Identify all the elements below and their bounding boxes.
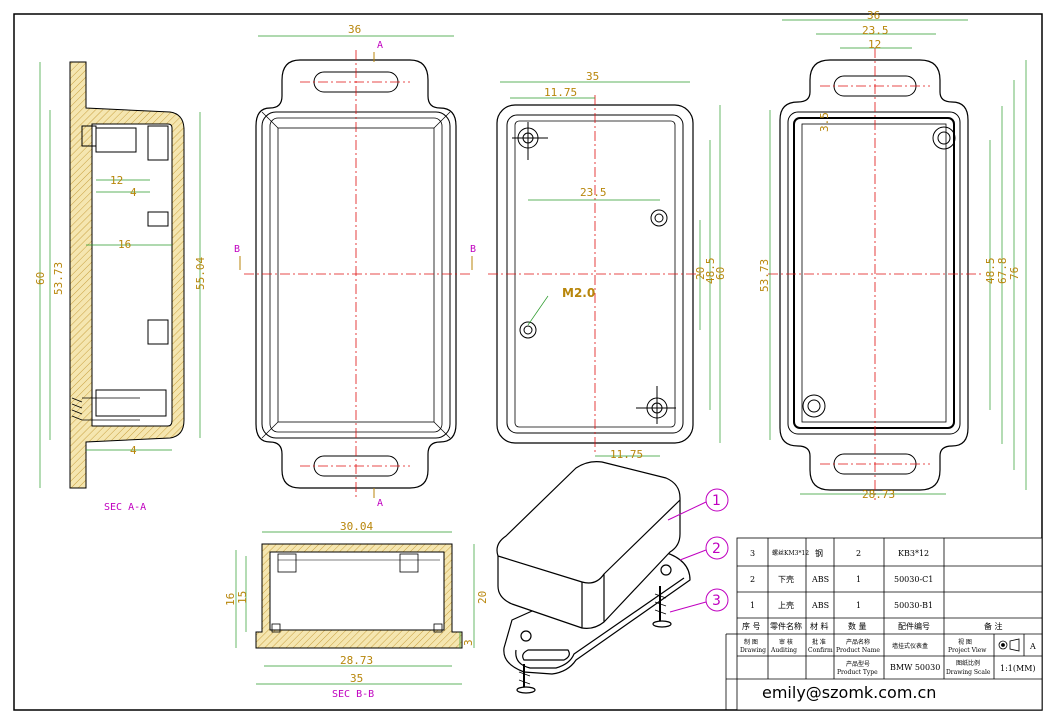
- section-bb-view: 30.04 16 15 20 3 28.73 35 SEC B-B: [224, 520, 489, 700]
- scale-en: Drawing Scale: [946, 669, 991, 676]
- contact-email: emily@szomk.com.cn: [762, 683, 936, 702]
- bb-dim-35: 35: [350, 672, 363, 685]
- hdr-note: 备 注: [984, 621, 1003, 631]
- bottom-dim-28-73: 28.73: [862, 488, 895, 501]
- row1-qty: 1: [856, 601, 861, 610]
- hdr-name: 零件名称: [770, 621, 802, 631]
- bb-dim-3: 3: [462, 639, 475, 646]
- thread-m2-label: M2.0: [562, 286, 595, 300]
- row1-material: ABS: [811, 601, 829, 610]
- bottom-dim-36: 36: [867, 9, 880, 22]
- sec-aa-label: SEC A-A: [104, 502, 146, 513]
- row3-name: 螺丝KM3*12: [772, 549, 809, 557]
- callouts: [667, 488, 729, 613]
- product-type-en: Product Type: [837, 669, 878, 676]
- product-type-value: BMW 50030: [890, 663, 940, 672]
- bottom-dim-53-73: 53.73: [758, 259, 771, 292]
- cut-a-bottom: A: [377, 498, 383, 509]
- hdr-material: 材 料: [810, 621, 829, 631]
- row2-no: 2: [750, 575, 755, 584]
- project-view-cn: 视 图: [958, 638, 972, 646]
- row2-material: ABS: [811, 575, 829, 584]
- cut-b-right: B: [470, 244, 476, 255]
- bottom-dim-3-5: 3.5: [818, 112, 831, 132]
- sec-bb-label: SEC B-B: [332, 689, 374, 700]
- scale-cn: 图纸比例: [956, 659, 980, 667]
- bb-dim-30-04: 30.04: [340, 520, 373, 533]
- project-view-en: Project View: [948, 647, 987, 654]
- bb-dim-15: 15: [236, 591, 249, 604]
- row1-name: 上壳: [778, 600, 794, 610]
- hdr-no: 序 号: [742, 621, 761, 631]
- bb-dim-16: 16: [224, 593, 237, 606]
- product-name-en: Product Name: [836, 647, 880, 654]
- row3-no: 3: [750, 549, 755, 558]
- aa-dim-4-bot: 4: [130, 444, 137, 457]
- auditing-cn: 审 核: [779, 638, 793, 646]
- cut-b-left: B: [234, 244, 240, 255]
- bottom-dim-12: 12: [868, 38, 881, 51]
- row2-name: 下壳: [778, 574, 794, 584]
- bottom-dim-67-8: 67.8: [996, 258, 1009, 285]
- bottom-view: 36 23.5 12 3.5 53.73 48.5 67.8 76 28.73: [758, 9, 1027, 501]
- aa-dim-60: 60: [34, 272, 47, 285]
- confirm-cn: 批 准: [812, 638, 826, 646]
- aa-dim-53-73: 53.73: [52, 262, 65, 295]
- aa-dim-16: 16: [118, 238, 131, 251]
- front-view: 36 A A B B: [234, 23, 476, 509]
- row2-qty: 1: [856, 575, 861, 584]
- cut-a-top: A: [377, 40, 383, 51]
- inner-dim-20: 20: [694, 267, 707, 280]
- callout-2: 2: [712, 541, 721, 557]
- bottom-dim-76: 76: [1008, 267, 1021, 280]
- row3-qty: 2: [856, 549, 861, 558]
- inner-dim-35: 35: [586, 70, 599, 83]
- section-aa-view: 12 4 16 4 60 53.73 55.04 SEC A-A: [34, 61, 207, 513]
- view-letter: A: [1029, 642, 1036, 651]
- isometric-view: [496, 461, 691, 694]
- bottom-dim-48-5: 48.5: [984, 258, 997, 285]
- hdr-qty: 数 量: [848, 621, 867, 631]
- drawing-cn: 制 图: [744, 638, 758, 646]
- hdr-code: 配件编号: [898, 621, 930, 631]
- aa-dim-12: 12: [110, 174, 123, 187]
- aa-dim-4-top: 4: [130, 186, 137, 199]
- title-block: 3 螺丝KM3*12 钢 2 KB3*12 2 下壳 ABS 1 50030-C…: [725, 537, 1043, 711]
- inner-dim-60: 60: [714, 267, 727, 280]
- aa-dim-55-04: 55.04: [194, 257, 207, 290]
- inner-dim-11-75-bot: 11.75: [610, 448, 643, 461]
- projection-symbol-icon: [998, 638, 1020, 652]
- scale-value: 1:1(MM): [1000, 664, 1036, 673]
- product-name-value: 墙挂式仪表盒: [892, 642, 928, 650]
- front-dim-36: 36: [348, 23, 361, 36]
- confirm-en: Confirm: [808, 647, 833, 654]
- inner-dim-48-5: 48.5: [704, 258, 717, 285]
- product-name-cn: 产品名称: [846, 638, 870, 646]
- inner-dim-11-75-top: 11.75: [544, 86, 577, 99]
- callout-3: 3: [712, 593, 721, 609]
- inner-dim-23-5: 23.5: [580, 186, 607, 199]
- bb-dim-20: 20: [476, 591, 489, 604]
- row1-no: 1: [750, 601, 755, 610]
- product-type-cn: 产品型号: [846, 660, 870, 668]
- row1-code: 50030-B1: [894, 601, 933, 610]
- row3-material: 钢: [815, 548, 823, 558]
- drawing-en: Drawing: [740, 647, 766, 654]
- callout-1: 1: [712, 493, 721, 509]
- inner-view: 35 11.75 23.5 11.75 20 48.5 60 M2.0: [488, 70, 727, 461]
- row2-code: 50030-C1: [894, 575, 933, 584]
- auditing-en: Auditing: [770, 647, 797, 654]
- bottom-dim-23-5: 23.5: [862, 24, 889, 37]
- bb-dim-28-73: 28.73: [340, 654, 373, 667]
- sheet-border: [13, 13, 1043, 711]
- row3-code: KB3*12: [898, 549, 929, 558]
